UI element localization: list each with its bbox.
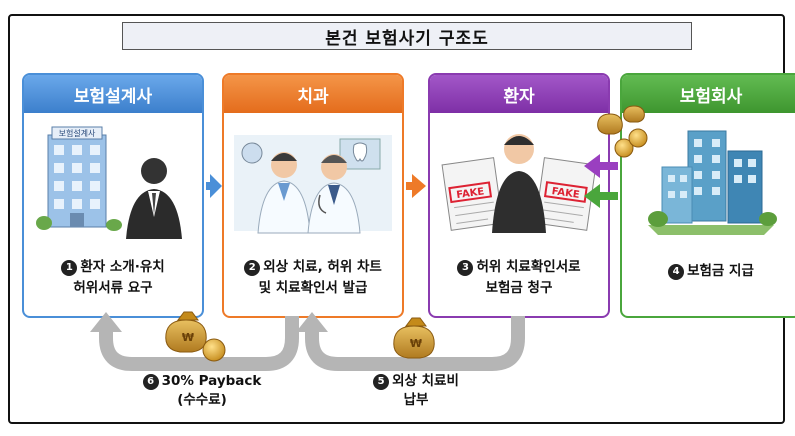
step-number-1: 1 <box>61 259 78 276</box>
step-number-6: 6 <box>142 373 159 390</box>
building-sign-text: 보험설계사 <box>59 128 96 138</box>
card-header-dental-clinic: 치과 <box>224 75 402 113</box>
fake-stamp-right: FAKE <box>551 186 580 201</box>
arrow-dental-to-patient <box>406 174 426 198</box>
return-arrow-payback <box>99 316 299 371</box>
card-line-1: 환자 소개·유치 <box>80 259 165 275</box>
step-number-3: 3 <box>457 259 474 276</box>
card-header-insurance-agent: 보험설계사 <box>24 75 202 113</box>
flow-line-1: 외상 치료비 <box>392 373 459 389</box>
flow-line-2: 납부 <box>403 392 429 408</box>
dental-clinic-illustration <box>234 135 392 234</box>
flow-arrows-layer: ₩ ₩ <box>90 105 648 371</box>
return-arrow-fee <box>305 316 525 371</box>
agent-office-illustration: 보험설계사 <box>36 126 182 239</box>
patient-fake-documents-illustration: FAKE FAKE <box>441 134 597 233</box>
card-line-2: 및 치료확인서 발급 <box>258 280 368 296</box>
flow-line-2: (수수료) <box>177 392 227 408</box>
step-number-2: 2 <box>244 259 261 276</box>
money-bag-insurer-icon <box>597 105 648 158</box>
money-bag-fee-icon: ₩ <box>393 317 435 359</box>
card-header-patient: 환자 <box>430 75 608 113</box>
card-line-1: 보험금 지급 <box>687 263 754 279</box>
insurance-company-buildings-illustration <box>648 130 777 235</box>
coin-symbol: ₩ <box>410 337 422 350</box>
step-number-5: 5 <box>373 373 390 390</box>
arrow-payment-green <box>584 184 618 208</box>
return-arrow-fee-head <box>296 312 328 332</box>
card-line-1: 외상 치료, 허위 차트 <box>263 259 382 275</box>
coin-symbol: ₩ <box>182 331 194 344</box>
card-line-2: 보험금 청구 <box>485 280 553 296</box>
step-number-4: 4 <box>668 263 685 280</box>
arrow-agent-to-dental <box>206 174 222 198</box>
card-header-insurance-company: 보험회사 <box>622 75 795 113</box>
card-line-1: 허위 치료확인서로 <box>476 259 581 275</box>
return-arrow-payback-head <box>90 312 122 332</box>
fake-stamp-left: FAKE <box>456 186 485 201</box>
arrow-claim-purple <box>584 154 618 178</box>
flow-line-1: 30% Payback <box>161 373 262 389</box>
diagram-title: 본건 보험사기 구조도 <box>122 22 692 50</box>
money-bag-payback-icon: ₩ <box>165 311 226 362</box>
card-line-2: 허위서류 요구 <box>73 280 153 296</box>
